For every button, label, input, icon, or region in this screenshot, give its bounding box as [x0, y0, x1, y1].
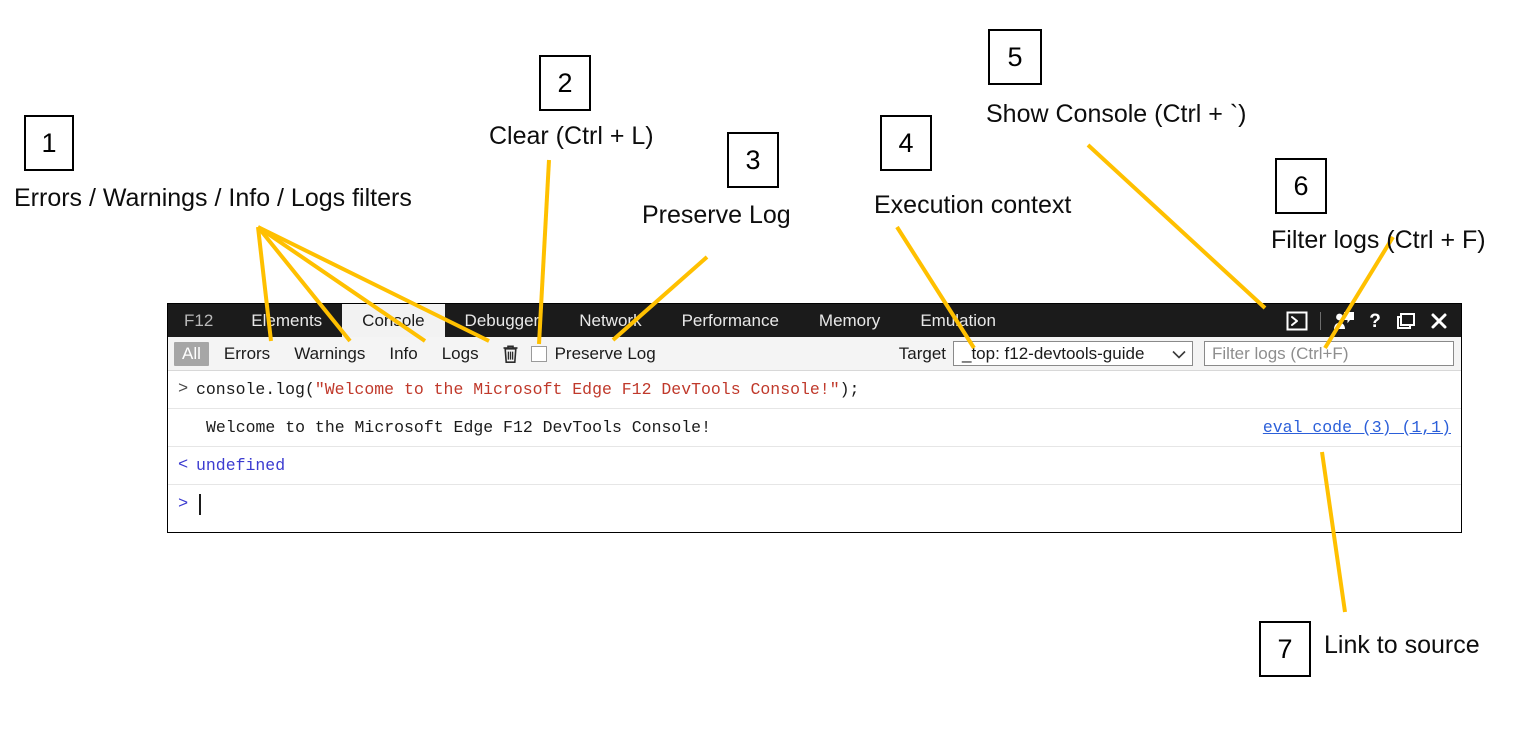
annotation-number-2: 2 — [539, 55, 591, 111]
tab-network[interactable]: Network — [579, 310, 642, 330]
tab-memory[interactable]: Memory — [818, 310, 881, 330]
annotation-label-7: Link to source — [1324, 631, 1480, 659]
console-filter-bar: All Errors Warnings Info Logs Preserve L… — [168, 337, 1461, 371]
code-token-plain-open: console.log( — [196, 380, 315, 399]
text-caret — [199, 493, 201, 515]
annotation-number-1: 1 — [24, 115, 74, 171]
annotation-number-6: 6 — [1275, 158, 1327, 214]
f12-devtools-window: F12 Elements Console Debugger Network Pe… — [167, 303, 1462, 533]
console-return-value: undefined — [196, 456, 286, 475]
execution-context-value: _top: f12-devtools-guide — [962, 343, 1145, 363]
annotation-label-6: Filter logs (Ctrl + F) — [1271, 226, 1486, 254]
annotation-number-4: 4 — [880, 115, 932, 171]
input-chevron-icon: > — [178, 380, 189, 399]
filter-button-info[interactable]: Info — [389, 343, 418, 363]
annotation-label-5: Show Console (Ctrl + `) — [986, 100, 1247, 128]
trash-icon[interactable] — [502, 344, 519, 364]
annotation-number-3: 3 — [727, 132, 779, 188]
help-icon[interactable]: ? — [1367, 311, 1383, 331]
chevron-down-icon — [1172, 344, 1186, 364]
leader-line-5 — [1086, 143, 1267, 310]
annotation-label-2: Clear (Ctrl + L) — [489, 122, 654, 150]
console-row-output[interactable]: Welcome to the Microsoft Edge F12 DevToo… — [168, 409, 1461, 447]
filter-button-errors[interactable]: Errors — [223, 343, 271, 363]
feedback-icon[interactable] — [1333, 311, 1355, 331]
filter-button-all[interactable]: All — [174, 341, 209, 366]
show-console-icon[interactable] — [1286, 311, 1308, 331]
preserve-log-control[interactable]: Preserve Log — [530, 343, 656, 364]
filter-logs-input[interactable]: Filter logs (Ctrl+F) — [1204, 341, 1454, 366]
target-label: Target — [898, 343, 946, 363]
source-link[interactable]: eval code (3) (1,1) — [1262, 418, 1451, 437]
annotation-label-1: Errors / Warnings / Info / Logs filters — [14, 184, 412, 212]
tab-debugger[interactable]: Debugger — [464, 310, 540, 330]
devtools-tool-icons: ? — [1286, 304, 1461, 337]
console-row-prompt[interactable]: > — [168, 485, 1461, 523]
annotation-label-4: Execution context — [874, 191, 1072, 219]
code-token-string: "Welcome to the Microsoft Edge F12 DevTo… — [314, 380, 840, 399]
console-row-return[interactable]: < undefined — [168, 447, 1461, 485]
tab-elements[interactable]: Elements — [251, 310, 323, 330]
tab-performance[interactable]: Performance — [681, 310, 779, 330]
tabstrip-spacer — [1016, 304, 1286, 337]
undock-icon[interactable] — [1395, 311, 1417, 331]
preserve-log-label: Preserve Log — [554, 343, 656, 363]
annotation-label-3: Preserve Log — [642, 201, 791, 229]
close-icon[interactable] — [1429, 311, 1449, 331]
annotation-number-7: 7 — [1259, 621, 1311, 677]
svg-text:?: ? — [1369, 311, 1381, 331]
console-row-input[interactable]: > console.log("Welcome to the Microsoft … — [168, 371, 1461, 409]
tab-console[interactable]: Console — [342, 304, 445, 337]
console-input-expression: console.log("Welcome to the Microsoft Ed… — [196, 380, 859, 399]
filter-logs-placeholder: Filter logs (Ctrl+F) — [1212, 343, 1349, 363]
code-token-plain-close: ); — [839, 380, 860, 399]
preserve-log-checkbox[interactable] — [530, 345, 547, 362]
execution-context-select[interactable]: _top: f12-devtools-guide — [953, 341, 1193, 366]
prompt-chevron-icon: > — [178, 494, 189, 514]
filter-button-warnings[interactable]: Warnings — [294, 343, 366, 363]
tab-emulation[interactable]: Emulation — [920, 310, 996, 330]
devtools-tabstrip: F12 Elements Console Debugger Network Pe… — [168, 304, 1461, 337]
return-chevron-icon: < — [178, 456, 189, 475]
filter-button-logs[interactable]: Logs — [441, 343, 479, 363]
tab-f12[interactable]: F12 — [184, 310, 214, 330]
console-output-area[interactable]: > console.log("Welcome to the Microsoft … — [168, 371, 1461, 523]
console-output-message: Welcome to the Microsoft Edge F12 DevToo… — [206, 418, 711, 437]
annotation-number-5: 5 — [988, 29, 1042, 85]
toolbar-separator — [1320, 311, 1321, 330]
